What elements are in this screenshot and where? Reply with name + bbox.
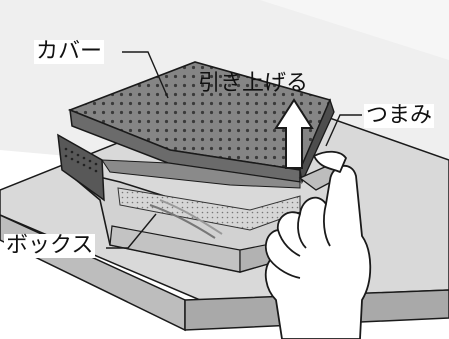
label-lift: 引き上げる [198, 71, 309, 96]
box-leader-line [106, 213, 157, 249]
hand [264, 150, 372, 339]
label-box: ボックス [4, 233, 96, 258]
label-knob: つまみ [364, 103, 435, 128]
cover-leader-line [122, 51, 169, 99]
label-cover: カバー [34, 39, 105, 64]
lift-arrow [274, 98, 314, 169]
knob-leader-line [325, 114, 362, 147]
cover [67, 61, 335, 189]
